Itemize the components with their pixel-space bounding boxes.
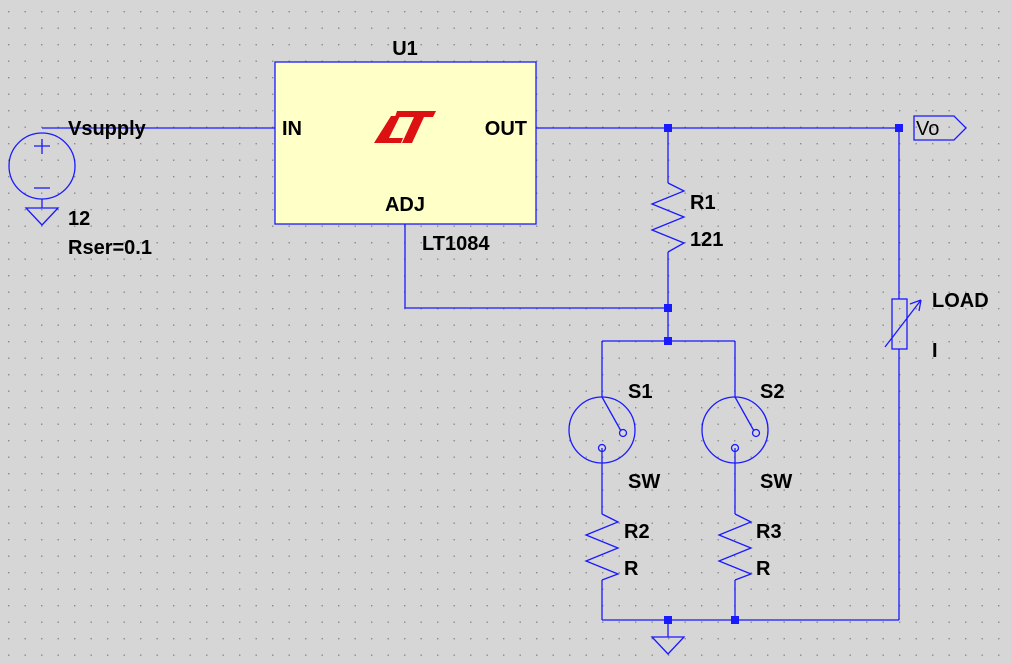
junctions [664,124,903,624]
r2-value-label: R [624,558,639,580]
switch-s1[interactable]: S1 SW [568,381,660,493]
s1-ref-label: S1 [628,381,652,403]
resistor-zigzag [650,182,686,253]
pin-adj-label: ADJ [385,194,425,216]
load-ref-label: LOAD [932,290,989,312]
pin-in-label: IN [282,118,302,140]
voltage-source-vsupply[interactable]: Vsupply 12 Rser=0.1 [8,118,152,259]
ic-part-label: LT1084 [422,233,490,255]
junction-dot [664,124,672,132]
junction-dot [664,304,672,312]
switch-contact [597,443,607,453]
wire-adj[interactable] [404,224,668,309]
variable-arrow-icon [884,299,922,348]
vsupply-name: Vsupply [68,118,147,140]
r3-value-label: R [756,558,771,580]
r3-ref-label: R3 [756,521,782,543]
resistor-r2[interactable]: R2 R [584,513,650,581]
junction-dot [895,124,903,132]
junction-dot [731,616,739,624]
ground-symbol [650,636,686,655]
vsupply-param: Rser=0.1 [68,237,152,259]
switch-s2[interactable]: S2 SW [701,381,792,493]
port-flag [913,115,967,141]
output-port-vo[interactable]: Vo [913,115,967,141]
load-value-label: I [932,340,938,362]
s2-ref-label: S2 [760,381,784,403]
resistor-r3[interactable]: R3 R [717,513,782,581]
switch-contact [618,428,628,438]
junction-dot [664,616,672,624]
ic-ref-label: U1 [392,38,418,60]
r1-ref-label: R1 [690,192,716,214]
resistor-zigzag [584,513,620,581]
vsupply-value: 12 [68,208,90,230]
plus-sign [34,139,50,154]
ground-icon [650,636,686,655]
wires [42,127,900,637]
switch-lever [601,396,622,432]
current-load[interactable]: LOAD I [884,290,989,362]
r2-ref-label: R2 [624,521,650,543]
junction-dot [664,337,672,345]
ground-icon [24,199,60,226]
switch-contact [730,443,740,453]
vo-label: Vo [916,118,939,140]
resistor-zigzag [717,513,753,581]
load-body [891,298,908,350]
switch-contact [751,428,761,438]
r1-value-label: 121 [690,229,723,251]
linear-technology-logo [374,111,436,143]
switch-lever [734,396,755,432]
s1-model-label: SW [628,471,660,493]
resistor-r1[interactable]: R1 121 [650,182,723,253]
regulator-u1[interactable]: U1 LT1084 IN OUT ADJ [274,38,537,255]
s2-model-label: SW [760,471,792,493]
pin-out-label: OUT [485,118,527,140]
